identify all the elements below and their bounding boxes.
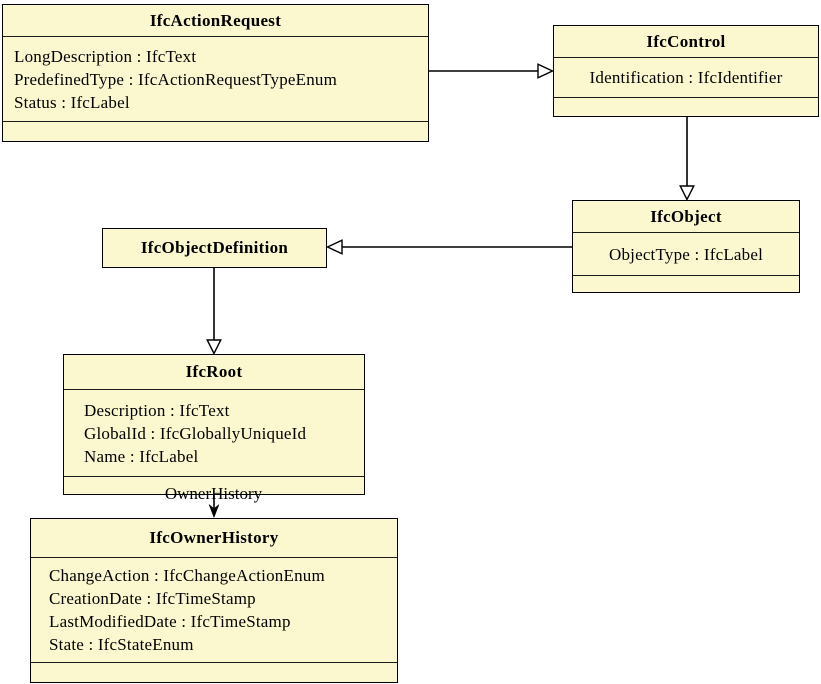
attribute-line: CreationDate : IfcTimeStamp [49,589,256,608]
attribute-line: ChangeAction : IfcChangeActionEnum [49,566,325,585]
attribute-line: LongDescription : IfcText [14,46,197,66]
attribute-line: LastModifiedDate : IfcTimeStamp [49,612,291,631]
class-box-ifcobject: IfcObject ObjectType : IfcLabel [572,200,800,293]
generalization-arrow-ifccontrol-to-ifcobject [679,117,695,202]
class-title-ifcobjectdefinition: IfcObjectDefinition [140,238,289,257]
class-box-ifcobjectdefinition: IfcObjectDefinition [102,228,327,268]
operations-compartment-empty [3,122,428,141]
attribute-line: Status : IfcLabel [14,92,130,112]
class-box-ifcactionrequest: IfcActionRequest LongDescription : IfcTe… [2,4,429,142]
attribute-line: ObjectType : IfcLabel [608,244,764,264]
class-box-ifcownerhistory: IfcOwnerHistory ChangeAction : IfcChange… [30,518,398,683]
operations-compartment-empty [31,663,397,682]
hollow-triangle-arrowhead [325,239,343,255]
attribute-line: Name : IfcLabel [84,446,199,466]
attribute-line: Description : IfcText [84,400,230,420]
stealth-arrowhead [208,503,220,519]
attribute-line: GlobalId : IfcGloballyUniqueId [84,423,307,443]
hollow-triangle-arrowhead [679,185,695,202]
generalization-arrow-ifcobject-to-ifcobjectdefinition [325,239,572,255]
class-title-ifcroot: IfcRoot [64,355,364,390]
attributes-compartment: LongDescription : IfcText PredefinedType… [3,37,428,122]
hollow-triangle-arrowhead [537,63,555,79]
attributes-compartment: Description : IfcText GlobalId : IfcGlob… [64,390,364,477]
class-title-ifcownerhistory: IfcOwnerHistory [31,519,397,558]
attributes-compartment: ObjectType : IfcLabel [573,233,799,276]
class-title-ifccontrol: IfcControl [554,26,818,58]
hollow-triangle-arrowhead [206,339,222,356]
generalization-arrow-ifcobjectdefinition-to-ifcroot [206,268,222,356]
attribute-line: PredefinedType : IfcActionRequestTypeEnu… [14,69,338,89]
attribute-line: State : IfcStateEnum [49,635,194,654]
edge-label-ownerhistory: OwnerHistory [164,484,263,503]
operations-compartment-empty [573,276,799,292]
class-title-ifcobject: IfcObject [573,201,799,233]
class-box-ifccontrol: IfcControl Identification : IfcIdentifie… [553,25,819,117]
attributes-compartment: Identification : IfcIdentifier [554,58,818,98]
class-title-ifcactionrequest: IfcActionRequest [3,5,428,37]
class-box-ifcroot: IfcRoot Description : IfcText GlobalId :… [63,354,365,495]
attributes-compartment: ChangeAction : IfcChangeActionEnum Creat… [31,558,397,663]
attribute-line: Identification : IfcIdentifier [589,68,783,87]
operations-compartment-empty [554,98,818,116]
generalization-arrow-ifcactionrequest-to-ifccontrol [429,63,555,79]
